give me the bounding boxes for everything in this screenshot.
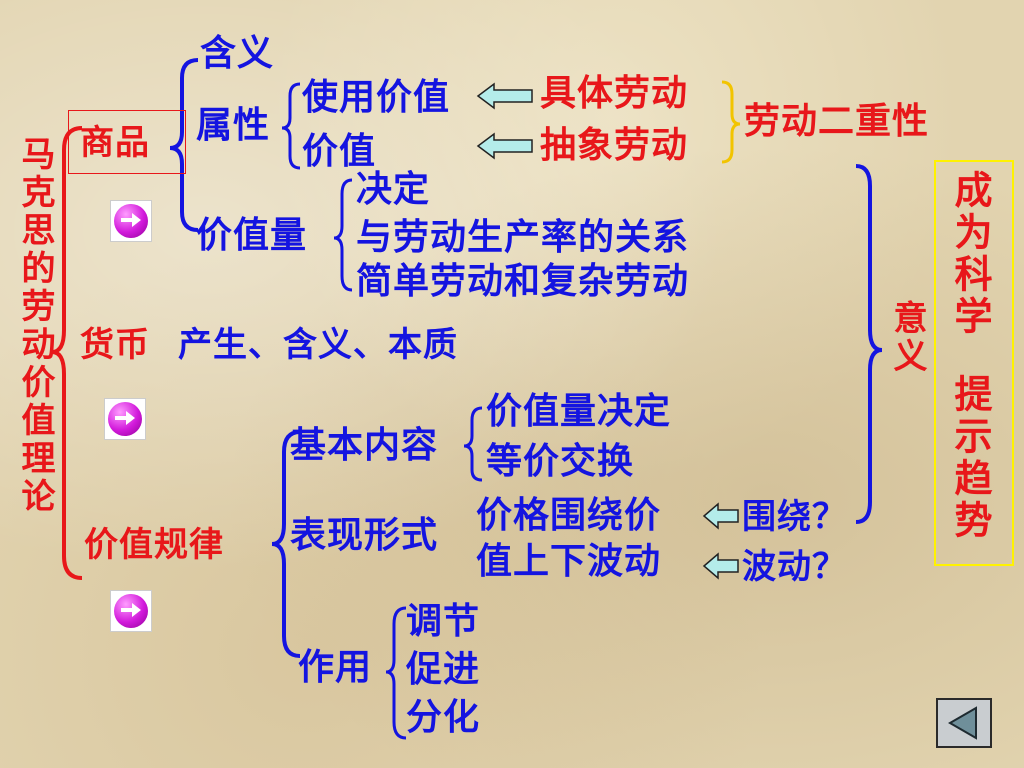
back-nav-icon [947,706,977,740]
form-label: 表现形式 [290,515,439,556]
basic-item: 价值量决定 [486,391,672,432]
form-text-line: 价格围绕价 [476,495,662,536]
money-desc: 产生、含义、本质 [178,325,458,365]
money-label: 货币 [80,325,150,365]
arrow-around [702,502,739,530]
form-text-line: 值上下波动 [476,541,662,582]
magnitude-item: 与劳动生产率的关系 [356,217,690,258]
function-item: 调节 [406,601,481,642]
significance-text-2: 提示趋势 [948,374,992,542]
commodity-brace [169,58,199,232]
link-button-law[interactable] [110,590,152,632]
root-title: 马克思的劳动价值理论 [15,136,55,516]
link-arrow-icon [115,411,135,425]
dual-nature-brace [721,80,741,164]
law-of-value-label: 价值规律 [84,525,224,565]
back-button[interactable] [936,698,992,748]
basic-content-label: 基本内容 [290,425,439,466]
function-label: 作用 [298,647,373,688]
magnitude-item: 决定 [356,169,431,210]
fluctuate-question: 波动？ [742,547,847,587]
link-button-money[interactable] [104,398,146,440]
dual-nature-label: 劳动二重性 [744,101,930,142]
attribute-label: 属性 [196,105,271,146]
magnitude-brace [333,178,353,292]
function-item: 分化 [406,697,481,738]
commodity-box [68,110,186,174]
meaning-label: 含义 [200,33,275,74]
root-brace [51,126,83,580]
use-value-label: 使用价值 [302,77,451,118]
link-arrow-icon [121,213,141,227]
link-arrow-icon [121,603,141,617]
commodity-label: 商品 [80,123,150,163]
magnitude-label: 价值量 [196,215,308,256]
abstract-labor-label: 抽象劳动 [540,125,689,166]
around-question: 围绕？ [742,497,847,537]
concrete-labor-label: 具体劳动 [540,73,689,114]
value-label: 价值 [302,131,377,172]
arrow-fluctuate [702,552,739,580]
law-brace [271,430,301,658]
significance-text-1: 成为科学 [948,170,992,338]
function-item: 促进 [406,649,481,690]
magnitude-item: 简单劳动和复杂劳动 [356,261,690,302]
link-button-commodity[interactable] [110,200,152,242]
basic-item: 等价交换 [486,441,635,482]
function-brace [385,606,407,740]
arrow-concrete-to-use-value [476,82,533,110]
significance-brace [855,164,883,524]
arrow-abstract-to-value [476,132,533,160]
basic-brace [463,406,483,482]
attribute-brace [281,82,301,170]
significance-label: 意义 [887,300,927,376]
significance-box [934,160,1014,566]
